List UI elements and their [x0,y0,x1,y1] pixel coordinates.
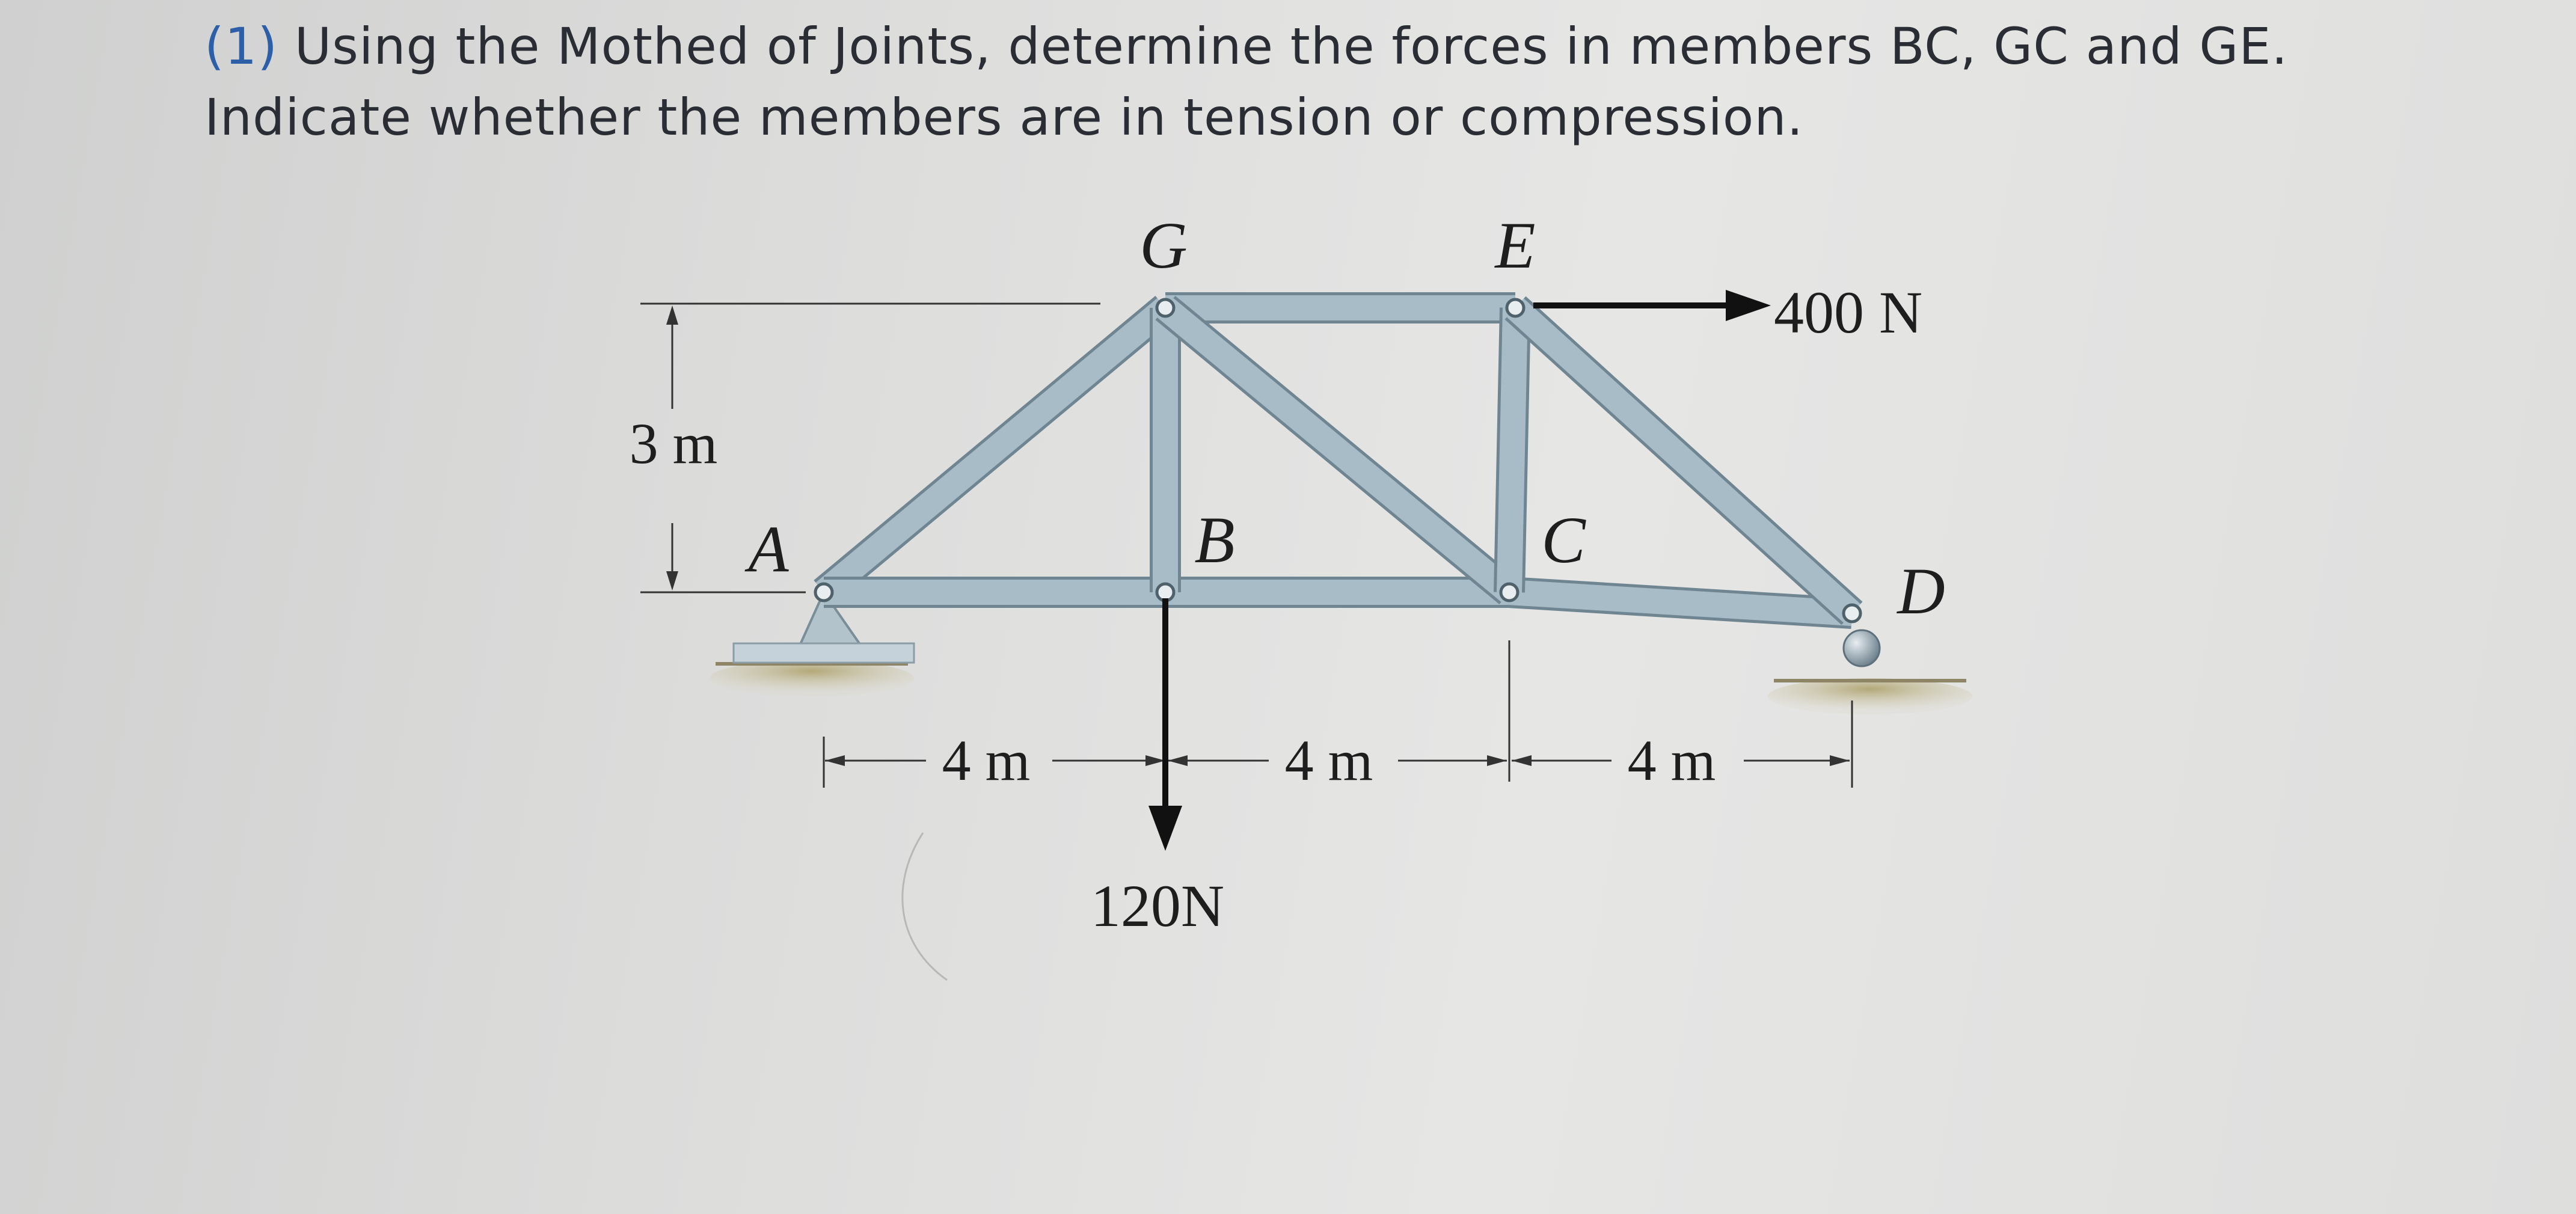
dim-span2-arrow-left [1168,755,1188,766]
joint-pins [814,298,1862,624]
problem-number: (1) [204,17,278,76]
pin-base-A [732,642,915,664]
problem-statement: (1) Using the Mothed of Joints, determin… [204,11,2489,153]
member-GC [1157,298,1518,602]
member-AG [815,298,1174,602]
dim-span2-arrow-right [1487,755,1507,766]
load-label-B: 120N [1091,872,1224,939]
pin-B [1155,582,1176,602]
pin-A [814,582,834,602]
load-label-E: 400 N [1774,279,1922,346]
joint-label-C: C [1541,503,1586,577]
dim-span1-arrow-right [1145,755,1165,766]
member-EC [1497,307,1528,593]
problem-line-2: Indicate whether the members are in tens… [204,88,1804,147]
ground-support-D [1768,678,1972,714]
dim-span3-label: 4 m [1628,728,1716,792]
pin-D [1842,603,1862,624]
dim-span2-label: 4 m [1285,728,1373,792]
dim-height-arrow-bottom [666,571,678,590]
load-arrow-B-head [1148,806,1182,851]
pin-C [1499,582,1520,602]
pencil-mark [901,832,948,981]
problem-line-1: (1) Using the Mothed of Joints, determin… [204,11,2489,82]
dim-height-arrow-top [666,305,678,325]
joint-label-G: G [1139,209,1187,282]
ground-support-A [710,660,914,696]
joint-label-E: E [1494,209,1535,282]
pin-G [1155,298,1176,318]
dim-height-label: 3 m [630,411,718,476]
dim-span3-arrow-right [1830,755,1850,766]
truss-members [814,292,1863,629]
load-arrow-E-head [1726,290,1771,321]
problem-text-1: Using the Mothed of Joints, determine th… [294,17,2289,76]
joint-label-A: A [744,512,789,586]
dim-span1-arrow-left [825,755,845,766]
roller-D [1842,629,1881,667]
dim-span3-arrow-left [1512,755,1532,766]
dim-span1-label: 4 m [942,728,1031,792]
member-CD [1508,580,1853,626]
joint-label-D: D [1896,554,1945,628]
pin-E [1505,298,1526,318]
joint-label-B: B [1194,503,1234,577]
member-ED [1506,298,1861,623]
